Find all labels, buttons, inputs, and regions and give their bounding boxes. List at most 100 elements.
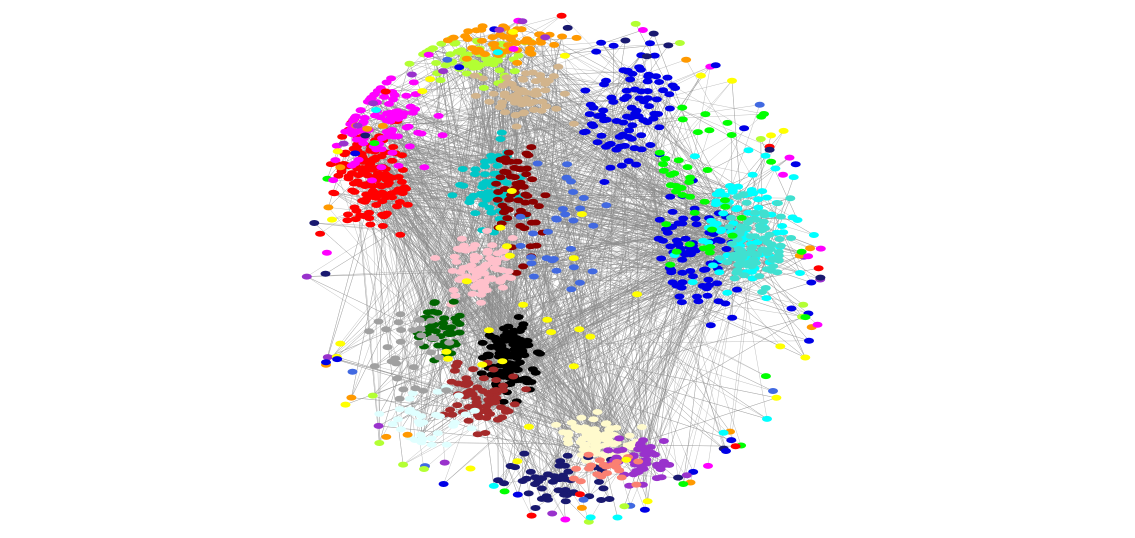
graph-node-magenta xyxy=(350,129,361,136)
graph-node-light-cyan xyxy=(466,425,477,432)
graph-node-tan xyxy=(484,98,495,105)
graph-node-maroon xyxy=(526,144,537,151)
graph-node-turquoise xyxy=(775,213,786,220)
graph-node-tan xyxy=(559,90,570,97)
graph-node-yellow xyxy=(546,329,557,336)
graph-node-red xyxy=(364,191,375,198)
graph-node-cyan xyxy=(708,262,718,269)
graph-node-blue xyxy=(596,132,607,139)
graph-node-blue xyxy=(677,256,688,263)
graph-node-tan xyxy=(516,101,527,108)
graph-node-navy xyxy=(598,485,609,492)
graph-node-tan xyxy=(469,72,480,79)
graph-node-navy xyxy=(536,485,547,492)
graph-node-blue xyxy=(692,293,702,300)
graph-node-maroon xyxy=(504,196,515,203)
graph-node-orange xyxy=(471,27,482,34)
graph-node-tan xyxy=(521,70,531,77)
graph-node-blue xyxy=(438,481,449,487)
graph-node-dark-turquoise xyxy=(502,179,512,186)
graph-node-brown xyxy=(445,406,456,413)
graph-node-purple xyxy=(637,444,648,450)
graph-node-blue xyxy=(593,113,604,119)
graph-node-blue xyxy=(674,293,685,300)
graph-node-red xyxy=(813,265,824,272)
graph-node-black xyxy=(519,352,530,359)
graph-node-green xyxy=(661,221,672,228)
graph-node-dark-turquoise xyxy=(480,163,490,170)
graph-node-gray xyxy=(398,386,409,393)
graph-node-light-cyan xyxy=(435,413,445,420)
graph-node-blue xyxy=(665,243,676,250)
graph-node-magenta xyxy=(815,245,826,252)
graph-node-blue xyxy=(676,284,687,291)
graph-node-gray xyxy=(418,387,429,394)
graph-node-green xyxy=(660,155,671,162)
graph-node-black xyxy=(519,375,530,382)
graph-node-green xyxy=(682,164,693,171)
graph-node-brown xyxy=(471,402,482,409)
graph-node-tan xyxy=(524,100,535,107)
graph-node-maroon xyxy=(491,180,502,187)
graph-node-maroon xyxy=(499,168,510,175)
graph-node-red xyxy=(329,190,340,197)
graph-node-tan xyxy=(499,90,510,97)
graph-node-turquoise xyxy=(742,225,752,232)
graph-node-royal-blue xyxy=(601,202,612,209)
graph-node-navy xyxy=(560,498,571,505)
graph-node-red xyxy=(376,183,387,190)
graph-node-red xyxy=(349,204,360,211)
graph-node-maroon xyxy=(503,149,514,156)
graph-node-tan xyxy=(506,81,517,87)
graph-node-royal-blue xyxy=(574,279,585,286)
graph-node-blue xyxy=(636,132,647,139)
graph-node-maroon xyxy=(495,174,506,181)
graph-node-brown xyxy=(447,411,458,418)
graph-node-navy xyxy=(559,491,570,498)
graph-node-blue xyxy=(691,221,702,228)
graph-node-tan xyxy=(516,96,526,103)
graph-node-blue xyxy=(685,248,696,255)
graph-nodes xyxy=(301,12,826,525)
graph-node-cream xyxy=(593,433,604,440)
graph-node-brown xyxy=(463,417,474,424)
graph-node-green xyxy=(702,167,713,173)
graph-node-light-cyan xyxy=(415,431,426,438)
graph-node-purple xyxy=(636,463,647,470)
graph-node-dark-turquoise xyxy=(478,180,489,187)
graph-node-royal-blue xyxy=(542,228,553,235)
graph-node-royal-blue xyxy=(568,189,579,195)
graph-node-pink xyxy=(455,246,465,253)
graph-node-royal-blue xyxy=(442,56,453,63)
graph-node-cyan xyxy=(733,183,744,190)
graph-node-blue xyxy=(690,215,701,222)
graph-node-yellow xyxy=(483,327,494,334)
graph-node-blue xyxy=(664,91,675,98)
graph-node-dark-green xyxy=(454,312,465,319)
graph-node-royal-blue xyxy=(566,178,576,185)
graph-node-cream xyxy=(590,439,601,446)
graph-node-green xyxy=(684,179,695,185)
graph-node-orange xyxy=(463,28,474,35)
graph-node-yellow xyxy=(425,76,436,83)
graph-node-green xyxy=(707,226,718,233)
graph-node-blue xyxy=(611,118,622,124)
graph-node-cyan xyxy=(747,171,758,178)
graph-node-pink xyxy=(466,262,477,269)
graph-node-pink xyxy=(497,248,508,255)
graph-node-turquoise xyxy=(760,285,771,291)
graph-node-magenta xyxy=(330,157,341,164)
graph-node-black xyxy=(499,325,509,332)
graph-node-orange xyxy=(476,37,487,44)
graph-node-green xyxy=(369,140,380,147)
graph-node-dark-turquoise xyxy=(496,129,507,136)
graph-node-red xyxy=(383,177,394,183)
graph-node-brown xyxy=(498,387,509,394)
graph-node-chartreuse xyxy=(481,55,492,62)
graph-node-pink xyxy=(492,266,503,273)
graph-node-cyan xyxy=(770,165,781,172)
graph-node-blue xyxy=(615,143,625,150)
graph-node-black xyxy=(512,366,523,373)
graph-node-turquoise xyxy=(772,200,783,207)
graph-node-red xyxy=(347,187,358,194)
